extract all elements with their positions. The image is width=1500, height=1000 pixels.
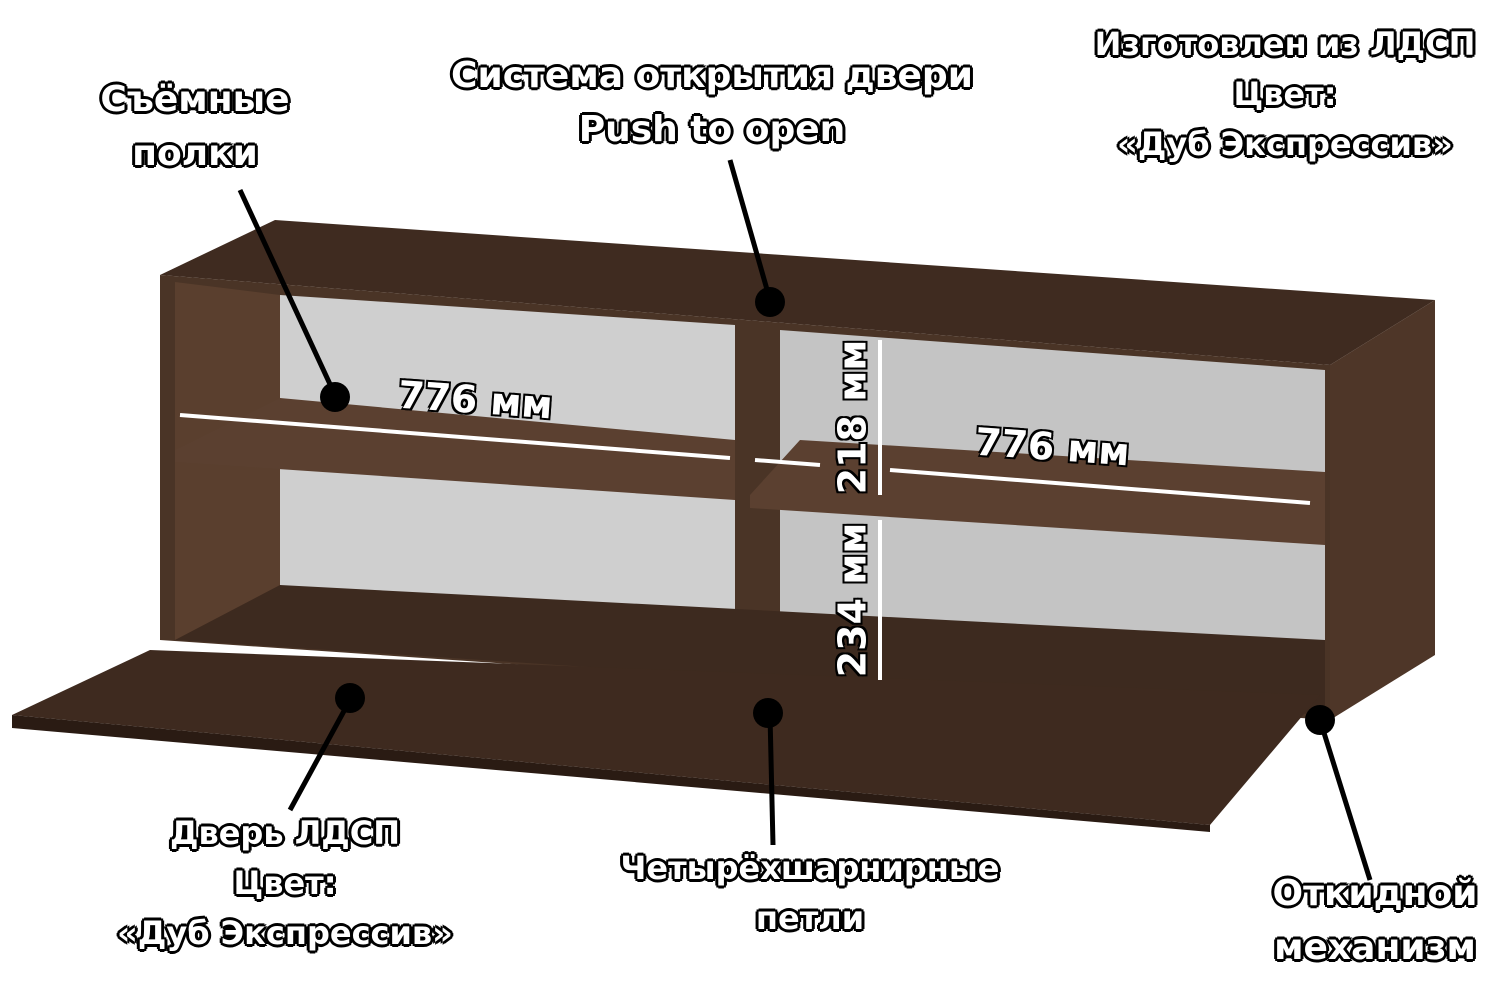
label-line: петли [755, 899, 865, 937]
shelf-left [175, 398, 735, 500]
label-line: Push to open [578, 109, 846, 150]
label-line: «Дуб Экспрессив» [1117, 125, 1453, 163]
shelf-right [750, 440, 1325, 545]
label-line: Цвет: [233, 864, 337, 902]
material-label: Изготовлен из ЛДСП Цвет: «Дуб Экспрессив… [1080, 28, 1490, 178]
lower-height-dimension: 234 мм [830, 522, 875, 678]
label-line: Цвет: [1233, 75, 1337, 113]
cabinet-bottom [175, 585, 1325, 715]
pointer-lines [237, 159, 1373, 881]
label-line: Изготовлен из ЛДСП [1094, 25, 1476, 63]
label-line: «Дуб Экспрессив» [117, 914, 453, 952]
upper-height-dimension: 218 мм [830, 339, 875, 495]
interior-back-left [280, 295, 735, 680]
door-label: Дверь ЛДСП Цвет: «Дуб Экспрессив» [80, 817, 490, 967]
shelves-label: Съёмные полки [60, 82, 330, 190]
label-line: Четырёхшарнирные [620, 849, 1000, 887]
door-system-label: Система открытия двери Push to open [412, 58, 1012, 166]
door-edge [12, 715, 1210, 832]
cabinet-right-side [1330, 300, 1435, 720]
pointer-dots [320, 287, 1335, 735]
label-line: механизм [1274, 927, 1476, 968]
hinges-label: Четырёхшарнирные петли [560, 852, 1060, 952]
label-line: полки [132, 133, 258, 174]
label-line: Съёмные [100, 79, 290, 120]
mechanism-label: Откидной механизм [1240, 876, 1500, 984]
dimension-arrows [179, 340, 1311, 680]
cabinet-top [160, 220, 1435, 365]
label-line: Дверь ЛДСП [169, 814, 401, 852]
label-line: Откидной [1272, 873, 1478, 914]
label-line: Система открытия двери [451, 55, 973, 96]
